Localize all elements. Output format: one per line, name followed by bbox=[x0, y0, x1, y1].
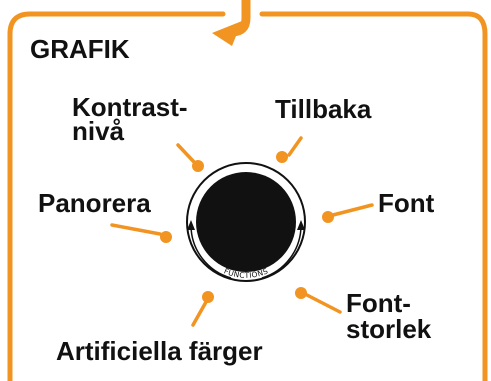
pointer-contrast bbox=[176, 143, 204, 172]
knob-label: FUNCTIONS bbox=[223, 266, 270, 279]
label-contrast-line2: nivå bbox=[72, 116, 125, 146]
rotate-left-arrow-icon bbox=[187, 220, 232, 279]
label-font-size-line1: Font- bbox=[346, 288, 411, 318]
label-artificial-colors: Artificiella färger bbox=[56, 336, 263, 366]
pointer-font-size bbox=[295, 287, 342, 314]
pointer-artificial bbox=[191, 291, 214, 327]
label-font-size: Font- storlek bbox=[346, 290, 431, 342]
label-contrast-line1: Kontrast- bbox=[72, 92, 188, 122]
section-title: GRAFIK bbox=[30, 34, 130, 64]
knob-icon: FUNCTIONS bbox=[186, 162, 306, 282]
section-frame bbox=[7, 11, 488, 381]
pointer-font bbox=[322, 203, 374, 223]
label-font: Font bbox=[378, 188, 435, 218]
pointer-back bbox=[276, 136, 303, 163]
down-arrow-icon bbox=[212, 0, 251, 46]
rotate-right-arrow-icon bbox=[261, 220, 305, 279]
label-back: Tillbaka bbox=[275, 94, 372, 124]
pointer-pan bbox=[110, 223, 172, 243]
label-pan: Panorera bbox=[38, 188, 151, 218]
label-font-size-line2: storlek bbox=[346, 314, 432, 344]
label-contrast-level: Kontrast- nivå bbox=[72, 92, 188, 146]
